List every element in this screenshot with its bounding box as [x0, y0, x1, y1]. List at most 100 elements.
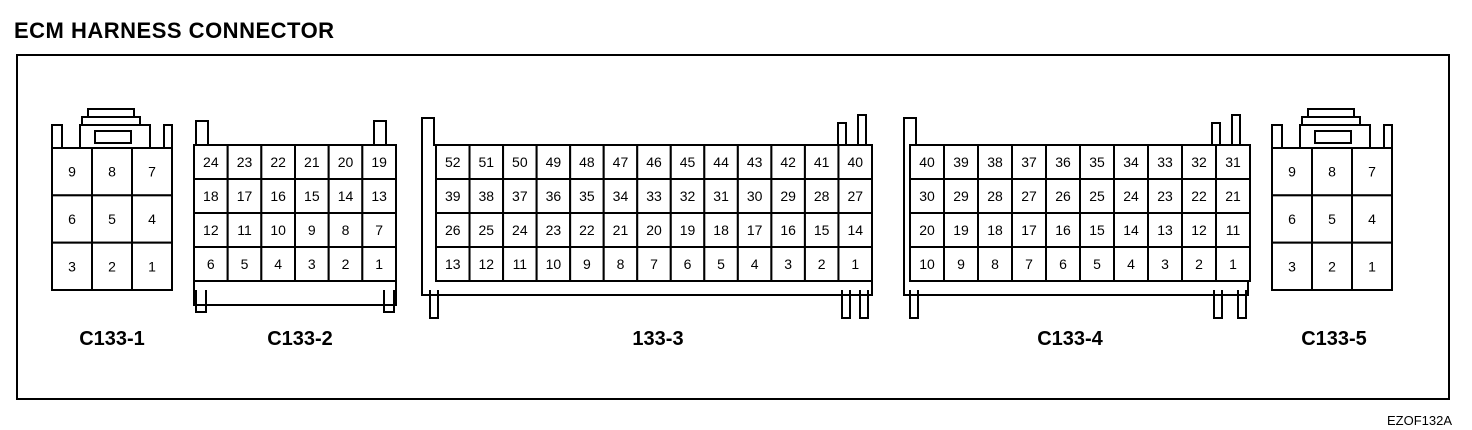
pin-number: 4 — [1127, 256, 1135, 272]
pin-number: 36 — [1055, 154, 1071, 170]
pin-number: 8 — [342, 222, 350, 238]
pin-number: 5 — [1328, 211, 1336, 227]
pin-number: 30 — [747, 188, 763, 204]
pin-number: 8 — [1328, 164, 1336, 180]
pin-number: 22 — [270, 154, 286, 170]
pin-cell — [1147, 212, 1183, 248]
pin-number: 37 — [512, 188, 528, 204]
pin-number: 39 — [953, 154, 969, 170]
pin-number: 11 — [1226, 222, 1241, 238]
pin-number: 17 — [747, 222, 763, 238]
pin-number: 1 — [1229, 256, 1237, 272]
pin-number: 42 — [780, 154, 796, 170]
pin-cell — [435, 178, 471, 214]
pin-number: 31 — [713, 188, 729, 204]
pin-cell — [1079, 212, 1115, 248]
pin-number: 10 — [270, 222, 286, 238]
pin-number: 45 — [680, 154, 696, 170]
pin-cell — [361, 144, 398, 180]
pin-number: 8 — [617, 256, 625, 272]
pin-number: 5 — [717, 256, 725, 272]
pin-cell — [535, 178, 572, 214]
pin-number: 7 — [148, 164, 156, 180]
pin-cell — [770, 246, 806, 282]
pin-number: 29 — [953, 188, 969, 204]
pin-number: 38 — [479, 188, 495, 204]
pin-cell — [51, 241, 93, 292]
pin-cell — [669, 246, 706, 282]
pin-number: 28 — [987, 188, 1003, 204]
pin-number: 22 — [579, 222, 595, 238]
pin-number: 10 — [919, 256, 935, 272]
pin-number: 17 — [237, 188, 253, 204]
pin-cell — [943, 178, 979, 214]
pin-cell — [1079, 178, 1115, 214]
pin-number: 21 — [613, 222, 629, 238]
pin-cell — [1113, 212, 1149, 248]
pin-cell — [1147, 246, 1183, 282]
pin-number: 6 — [207, 256, 215, 272]
pin-number: 12 — [1191, 222, 1207, 238]
pin-number: 4 — [148, 211, 156, 227]
pin-number: 40 — [847, 154, 863, 170]
pin-cell — [977, 178, 1013, 214]
pin-number: 24 — [512, 222, 528, 238]
pin-cell — [131, 241, 173, 292]
pin-number: 16 — [780, 222, 796, 238]
pin-number: 40 — [919, 154, 935, 170]
pin-cell — [636, 144, 672, 180]
pin-number: 48 — [579, 154, 595, 170]
pin-cell — [327, 246, 364, 282]
pin-number: 17 — [1021, 222, 1037, 238]
pin-cell — [1011, 246, 1047, 282]
pin-number: 38 — [987, 154, 1003, 170]
pin-cell — [502, 178, 538, 214]
pin-number: 9 — [1288, 164, 1296, 180]
pin-number: 23 — [1157, 188, 1173, 204]
pin-number: 3 — [1161, 256, 1169, 272]
pin-cell — [669, 178, 706, 214]
pin-cell — [1215, 178, 1251, 214]
pin-number: 12 — [203, 222, 219, 238]
pin-number: 13 — [371, 188, 387, 204]
pin-cell — [226, 212, 263, 248]
pin-number: 16 — [270, 188, 286, 204]
pin-number: 2 — [818, 256, 826, 272]
pin-number: 11 — [513, 256, 528, 272]
pin-number: 14 — [847, 222, 863, 238]
pin-number: 20 — [646, 222, 662, 238]
pin-cell — [1215, 212, 1251, 248]
pin-number: 27 — [1021, 188, 1037, 204]
pin-number: 33 — [646, 188, 662, 204]
pin-number: 5 — [241, 256, 249, 272]
pin-cell — [1271, 194, 1313, 244]
pin-number: 34 — [613, 188, 629, 204]
pin-number: 27 — [847, 188, 863, 204]
pin-number: 7 — [1368, 164, 1376, 180]
pin-cell — [1181, 246, 1217, 282]
pin-number: 3 — [1288, 258, 1296, 274]
pin-number: 7 — [1025, 256, 1033, 272]
pin-number: 26 — [1055, 188, 1071, 204]
pin-number: 23 — [237, 154, 253, 170]
pin-cell — [1351, 241, 1393, 292]
pin-number: 33 — [1157, 154, 1173, 170]
pin-number: 7 — [650, 256, 658, 272]
pin-number: 20 — [338, 154, 354, 170]
c133-4-ears — [909, 290, 1247, 319]
pin-cell — [909, 246, 945, 282]
pin-number: 19 — [680, 222, 696, 238]
c133-2-body — [193, 120, 397, 306]
pin-number: 2 — [342, 256, 350, 272]
pin-cell — [1045, 178, 1081, 214]
pin-number: 32 — [680, 188, 696, 204]
pin-cell — [131, 194, 173, 244]
pin-number: 1 — [1368, 258, 1376, 274]
pin-cell — [260, 212, 297, 248]
pin-number: 16 — [1055, 222, 1071, 238]
pin-cell — [1045, 144, 1081, 180]
pin-number: 29 — [780, 188, 796, 204]
